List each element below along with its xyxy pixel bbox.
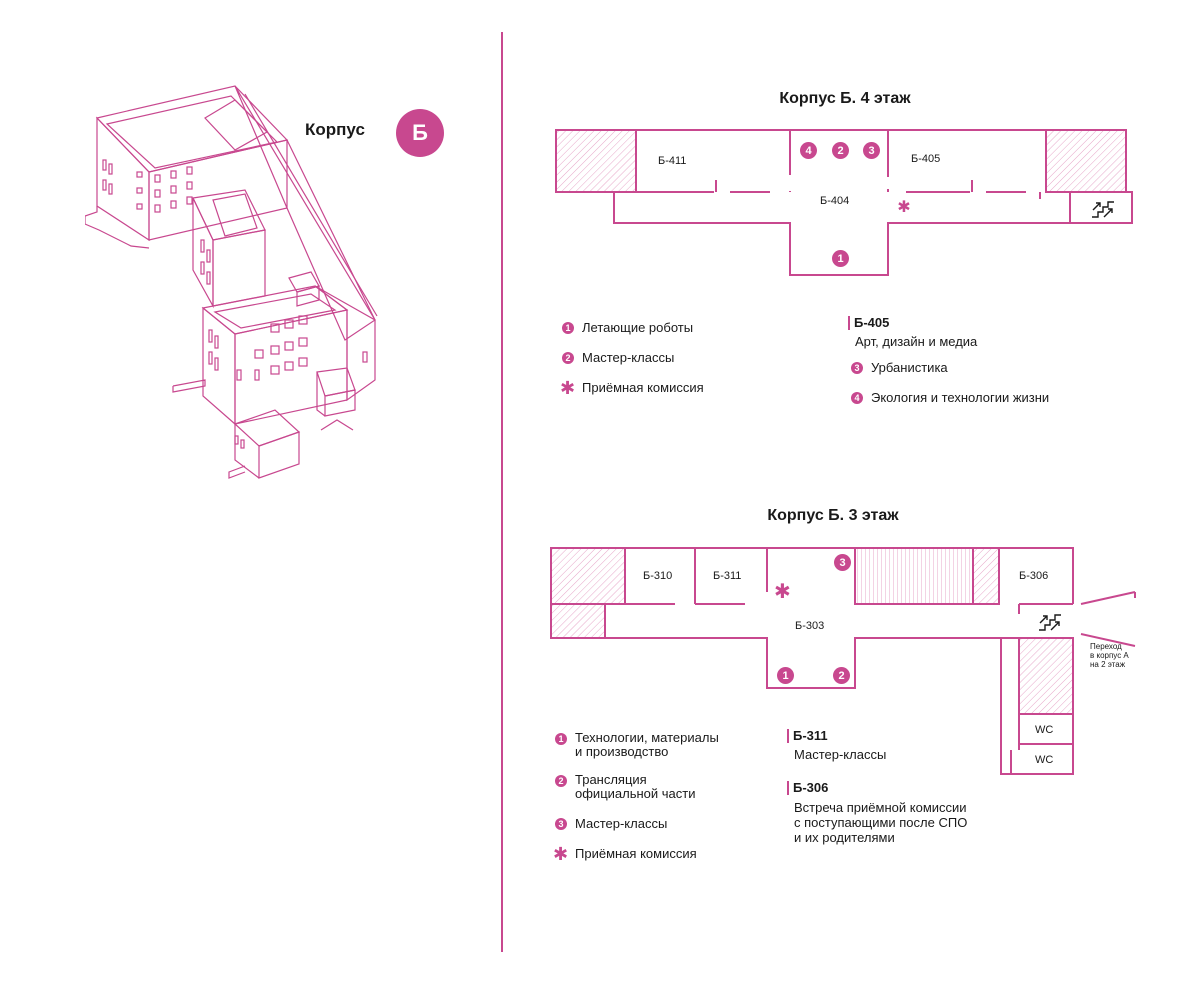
floor3-room-note-2-code: Б-306 xyxy=(787,781,828,795)
floor4-marker-4: 4 xyxy=(800,142,817,159)
floor3-room-note-1-code: Б-311 xyxy=(787,729,828,743)
floor4-room-note-code: Б-405 xyxy=(848,316,889,330)
room-b405-label: Б-405 xyxy=(911,153,941,165)
legend-num: 3 xyxy=(555,818,567,830)
floor4-admission-star-icon: ✱ xyxy=(897,199,911,216)
room-b311-label: Б-311 xyxy=(713,570,742,582)
legend-label: Технологии, материалы и производство xyxy=(575,730,719,759)
floor4-room-note-desc: Арт, дизайн и медиа xyxy=(855,334,978,349)
legend-label: Мастер-классы xyxy=(575,816,668,831)
legend-num: 2 xyxy=(555,775,567,787)
legend-label: Приёмная комиссия xyxy=(575,846,697,861)
korpus-letter-badge: Б xyxy=(396,109,444,157)
floor3-marker-3: 3 xyxy=(834,554,851,571)
legend-label: Летающие роботы xyxy=(582,320,694,335)
floor3-room-note-1-desc: Мастер-классы xyxy=(794,747,887,762)
stairs-icon xyxy=(1090,197,1116,219)
room-b306-label: Б-306 xyxy=(1019,570,1049,582)
legend-num: 1 xyxy=(562,322,574,334)
room-b411-label: Б-411 xyxy=(658,155,687,167)
floor4-legend-4: 4 Экология и технологии жизни xyxy=(851,390,1049,405)
stairs-icon xyxy=(1037,610,1063,632)
vertical-divider xyxy=(501,32,503,952)
floor4-legend-1: 1 Летающие роботы xyxy=(562,320,693,335)
floor4-title: Корпус Б. 4 этаж xyxy=(779,90,911,107)
legend-num: 3 xyxy=(851,362,863,374)
star-icon: ✱ xyxy=(560,378,576,398)
legend-label: Мастер-классы xyxy=(582,350,675,365)
floor4-marker-3: 3 xyxy=(863,142,880,159)
floor3-legend-2: 2 Трансляция официальной части xyxy=(555,773,696,801)
room-b303-label: Б-303 xyxy=(795,620,825,632)
floor4-legend-admission: ✱ Приёмная комиссия xyxy=(560,378,704,398)
floor3-marker-1: 1 xyxy=(777,667,794,684)
legend-label: Приёмная комиссия xyxy=(582,380,704,395)
floor4-marker-2: 2 xyxy=(832,142,849,159)
legend-num: 4 xyxy=(851,392,863,404)
legend-num: 1 xyxy=(555,733,567,745)
floor3-marker-2: 2 xyxy=(833,667,850,684)
room-b310-label: Б-310 xyxy=(643,570,673,582)
korpus-title: Корпус xyxy=(305,120,365,139)
building-illustration xyxy=(84,80,395,500)
room-b404-label: Б-404 xyxy=(820,195,850,207)
wc-2-label: WC xyxy=(1035,754,1054,766)
floor3-legend-1: 1 Технологии, материалы и производство xyxy=(555,731,719,759)
floor4-legend-2: 2 Мастер-классы xyxy=(562,350,674,365)
transfer-note: Переход в корпус А на 2 этаж xyxy=(1090,642,1129,669)
floor3-legend-3: 3 Мастер-классы xyxy=(555,816,667,831)
legend-label: Трансляция официальной части xyxy=(575,772,696,801)
floor3-legend-admission: ✱ Приёмная комиссия xyxy=(553,844,697,864)
floor3-plan: Б-310 Б-311 Б-306 Б-303 WC WC 3 1 2 ✱ Пе… xyxy=(545,542,1145,782)
floor4-marker-1: 1 xyxy=(832,250,849,267)
star-icon: ✱ xyxy=(553,844,569,864)
floor3-room-note-2-desc: Встреча приёмной комиссии с поступающими… xyxy=(794,800,968,845)
floor3-title: Корпус Б. 3 этаж xyxy=(767,507,899,524)
legend-label: Экология и технологии жизни xyxy=(871,390,1050,405)
floor4-legend-3: 3 Урбанистика xyxy=(851,360,948,375)
floor4-plan: Б-411 Б-405 Б-404 4 2 3 1 ✱ xyxy=(550,125,1140,280)
legend-label: Урбанистика xyxy=(871,360,948,375)
floor3-admission-star-icon: ✱ xyxy=(774,581,791,603)
wc-1-label: WC xyxy=(1035,724,1054,736)
legend-num: 2 xyxy=(562,352,574,364)
